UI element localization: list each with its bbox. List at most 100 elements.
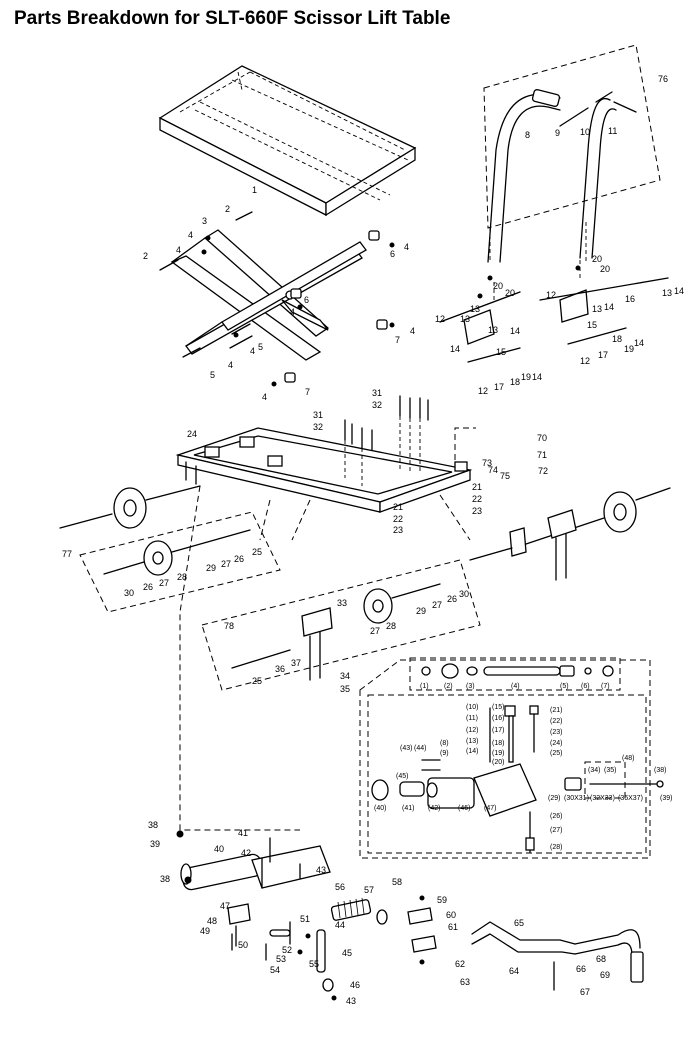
callout-28: 28	[177, 572, 187, 582]
pump-callout-7: (7)	[601, 683, 610, 690]
callout-19: 19	[624, 344, 634, 354]
callout-14: 14	[450, 344, 460, 354]
callout-43: 43	[316, 865, 326, 875]
callout-13: 13	[470, 304, 480, 314]
callout-25: 25	[252, 676, 262, 686]
callout-30: 30	[459, 589, 469, 599]
callout-45: 45	[342, 948, 352, 958]
pump-callout-8: (8)	[440, 740, 449, 747]
callout-34: 34	[340, 671, 350, 681]
callout-25: 25	[252, 547, 262, 557]
callout-20: 20	[592, 254, 602, 264]
pump-callout-21: (21)	[550, 707, 562, 714]
callout-15: 15	[587, 320, 597, 330]
callout-3: 3	[202, 216, 207, 226]
pump-callout-48: (48)	[622, 755, 634, 762]
callout-37: 37	[291, 658, 301, 668]
callout-13: 13	[460, 314, 470, 324]
callout-46: 46	[350, 980, 360, 990]
callout-2: 2	[143, 251, 148, 261]
callout-56: 56	[335, 882, 345, 892]
callout-49: 49	[200, 926, 210, 936]
callout-12: 12	[546, 290, 556, 300]
pump-detail-box	[359, 657, 664, 859]
callout-4: 4	[250, 346, 255, 356]
callout-42: 42	[241, 848, 251, 858]
callout-64: 64	[509, 966, 519, 976]
callout-11: 11	[608, 126, 617, 136]
front-caster-right	[469, 509, 577, 581]
callout-55: 55	[309, 959, 319, 969]
pump-callout-11: (11)	[466, 715, 478, 722]
callout-44: 44	[335, 920, 345, 930]
pump-callout-25: (25)	[550, 750, 562, 757]
pump-callout-2: (2)	[444, 683, 453, 690]
pump-callout-45: (45)	[396, 773, 408, 780]
callout-5: 5	[210, 370, 215, 380]
callout-53: 53	[276, 954, 286, 964]
callout-21: 21	[393, 502, 403, 512]
base-frame	[175, 427, 473, 513]
callout-16: 16	[625, 294, 635, 304]
callout-18: 18	[612, 334, 622, 344]
pump-callout-35: (35)	[604, 767, 616, 774]
callout-71: 71	[537, 450, 547, 460]
pump-callout-43: (43)	[400, 745, 412, 752]
callout-14: 14	[604, 302, 614, 312]
pump-callout-14: (14)	[466, 748, 478, 755]
callout-67: 67	[580, 987, 590, 997]
callout-59: 59	[437, 895, 447, 905]
handle-assembly	[483, 44, 661, 263]
callout-27: 27	[432, 600, 442, 610]
callout-68: 68	[596, 954, 606, 964]
callout-76: 76	[658, 74, 668, 84]
callout-26: 26	[143, 582, 153, 592]
callout-70: 70	[537, 433, 547, 443]
callout-48: 48	[207, 916, 217, 926]
base-bolts	[344, 395, 429, 486]
pump-callout-6: (6)	[581, 683, 590, 690]
callout-4: 4	[290, 307, 295, 317]
callout-41: 41	[238, 828, 248, 838]
callout-65: 65	[514, 918, 524, 928]
callout-62: 62	[455, 959, 465, 969]
callout-13: 13	[592, 304, 602, 314]
handle-brackets	[439, 258, 669, 363]
callout-12: 12	[435, 314, 445, 324]
callout-4: 4	[404, 242, 409, 252]
callout-69: 69	[600, 970, 610, 980]
callout-10: 10	[580, 127, 590, 137]
callout-73: 73	[482, 458, 492, 468]
pump-callout-13: (13)	[466, 738, 478, 745]
pump-callout-9: (9)	[440, 750, 449, 757]
pump-callout-10: (10)	[466, 704, 478, 711]
pump-callout-23: (23)	[550, 729, 562, 736]
callout-27: 27	[159, 578, 169, 588]
callout-66: 66	[576, 964, 586, 974]
pump-callout-39: (39)	[660, 795, 672, 802]
callout-5: 5	[258, 342, 263, 352]
callout-31: 31	[372, 388, 382, 398]
callout-20: 20	[600, 264, 610, 274]
pump-callout-22: (22)	[550, 718, 562, 725]
pump-callout-12: (12)	[466, 727, 478, 734]
callout-13: 13	[488, 325, 498, 335]
pump-callout-24: (24)	[550, 740, 562, 747]
pump-callout-44: (44)	[414, 745, 426, 752]
callout-61: 61	[448, 922, 458, 932]
callout-74: 74	[488, 465, 498, 475]
pump-callout-47: (47)	[484, 805, 496, 812]
callout-6: 6	[390, 249, 395, 259]
callout-39: 39	[150, 839, 160, 849]
callout-52: 52	[282, 945, 292, 955]
pump-callout-36: (36X37)	[618, 795, 643, 802]
callout-23: 23	[393, 525, 403, 535]
callout-22: 22	[472, 494, 482, 504]
callout-4: 4	[176, 245, 181, 255]
callout-35: 35	[340, 684, 350, 694]
callout-4: 4	[228, 360, 233, 370]
pump-callout-30: (30X31)	[564, 795, 589, 802]
callout-27: 27	[221, 559, 231, 569]
callout-1: 1	[252, 185, 257, 195]
callout-9: 9	[555, 128, 560, 138]
